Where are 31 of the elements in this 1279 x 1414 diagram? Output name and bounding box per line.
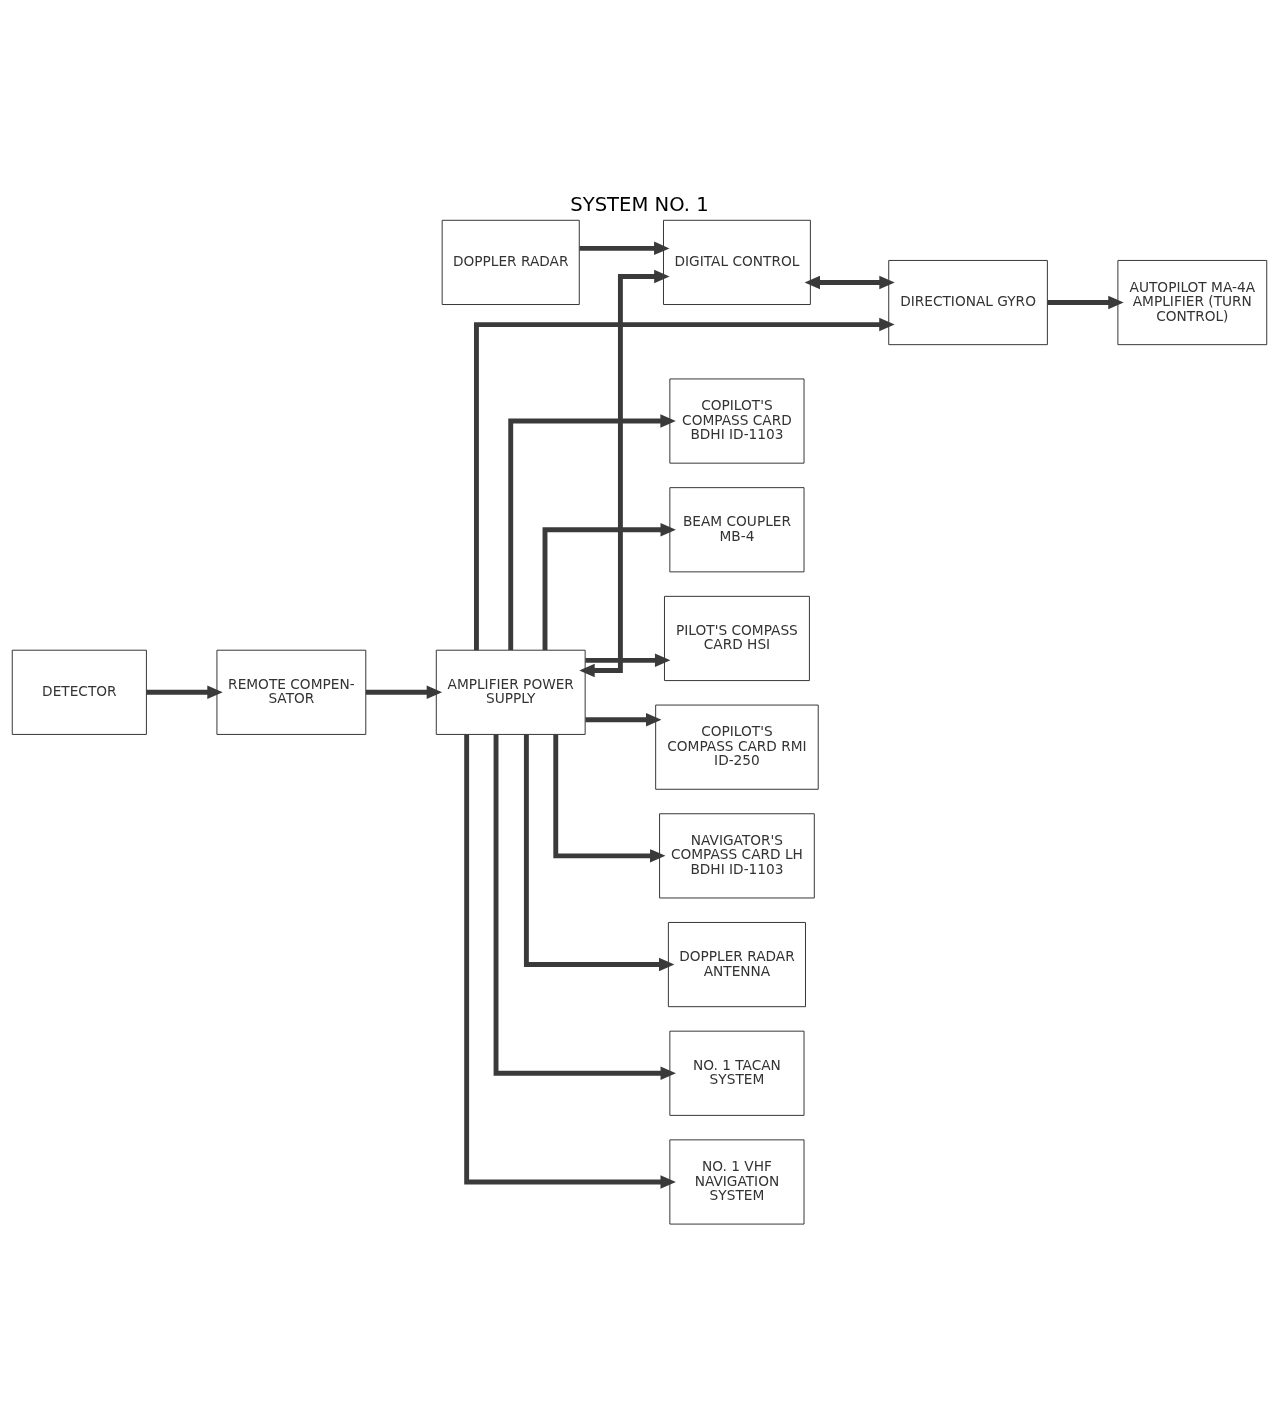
node-box: PILOT'S COMPASS CARD HSI xyxy=(664,595,810,681)
arrow xyxy=(474,317,895,650)
arrow xyxy=(1047,295,1124,309)
diagram-title: SYSTEM NO. 1 xyxy=(570,192,709,215)
node-box: DOPPLER RADAR ANTENNA xyxy=(667,921,806,1007)
arrow xyxy=(579,241,670,255)
arrow xyxy=(508,413,676,650)
node-box: COPILOT'S COMPASS CARD BDHI ID-1103 xyxy=(669,377,805,464)
arrow xyxy=(585,653,671,667)
node-box: AUTOPILOT MA-4A AMPLIFIER (TURN CONTROL) xyxy=(1117,259,1268,345)
node-box: BEAM COUPLER MB-4 xyxy=(669,486,805,572)
node-box: DETECTOR xyxy=(11,649,147,735)
arrow xyxy=(365,685,443,699)
node-box: DIGITAL CONTROL xyxy=(663,219,811,305)
arrow xyxy=(553,733,666,863)
arrow xyxy=(523,734,675,971)
node-box: NO. 1 VHF NAVIGATION SYSTEM xyxy=(669,1138,805,1225)
node-box: NAVIGATOR'S COMPASS CARD LH BDHI ID-1103 xyxy=(659,812,815,898)
arrow xyxy=(493,734,676,1080)
arrow xyxy=(542,522,676,650)
arrow xyxy=(464,734,676,1189)
arrow xyxy=(146,685,223,699)
arrow xyxy=(579,269,670,677)
node-box: COPILOT'S COMPASS CARD RMI ID-250 xyxy=(655,704,819,790)
node-box: REMOTE COMPEN- SATOR xyxy=(216,649,367,735)
arrow xyxy=(804,275,895,289)
node-box: DIRECTIONAL GYRO xyxy=(888,259,1048,345)
node-box: DOPPLER RADAR xyxy=(441,219,580,305)
node-box: NO. 1 TACAN SYSTEM xyxy=(669,1030,805,1116)
arrow xyxy=(585,712,662,726)
node-box: AMPLIFIER POWER SUPPLY xyxy=(435,649,586,735)
